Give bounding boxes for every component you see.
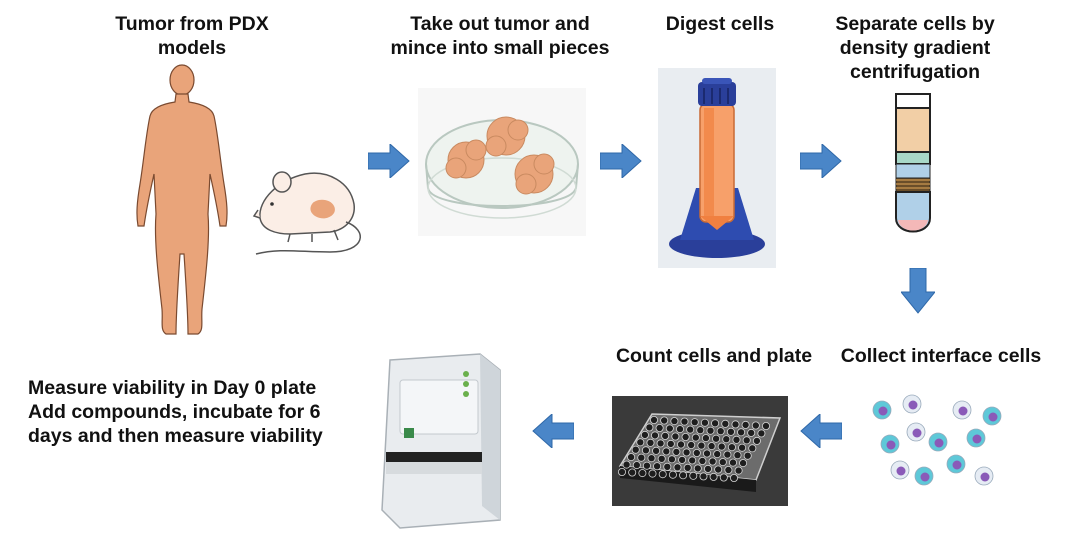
label-tumor-pdx: Tumor from PDX models xyxy=(115,13,269,59)
label-digest-cells: Digest cells xyxy=(665,13,775,35)
mouse-icon xyxy=(252,171,361,255)
human-silhouette-icon xyxy=(136,64,228,335)
arrow-left-2 xyxy=(532,414,574,448)
label-take-out-tumor: Take out tumor and mince into small piec… xyxy=(390,13,610,59)
gradient-tube-icon xyxy=(895,93,931,233)
cells-icon xyxy=(872,394,1002,486)
well-plate-icon xyxy=(612,396,788,506)
arrow-right-2 xyxy=(600,144,642,178)
arrow-right-3 xyxy=(800,144,842,178)
arrow-down xyxy=(901,268,935,314)
centrifuge-tube-icon xyxy=(658,68,776,268)
arrow-left-1 xyxy=(800,414,842,448)
petri-dish-icon xyxy=(418,88,586,236)
plate-reader-icon xyxy=(381,353,501,529)
label-separate-cells: Separate cells by density gradient centr… xyxy=(835,13,995,83)
label-measure-viability: Measure viability in Day 0 plate Add com… xyxy=(28,377,323,447)
label-collect-interface-cells: Collect interface cells xyxy=(840,345,1042,367)
label-count-cells: Count cells and plate xyxy=(615,345,813,367)
arrow-right-1 xyxy=(368,144,410,178)
